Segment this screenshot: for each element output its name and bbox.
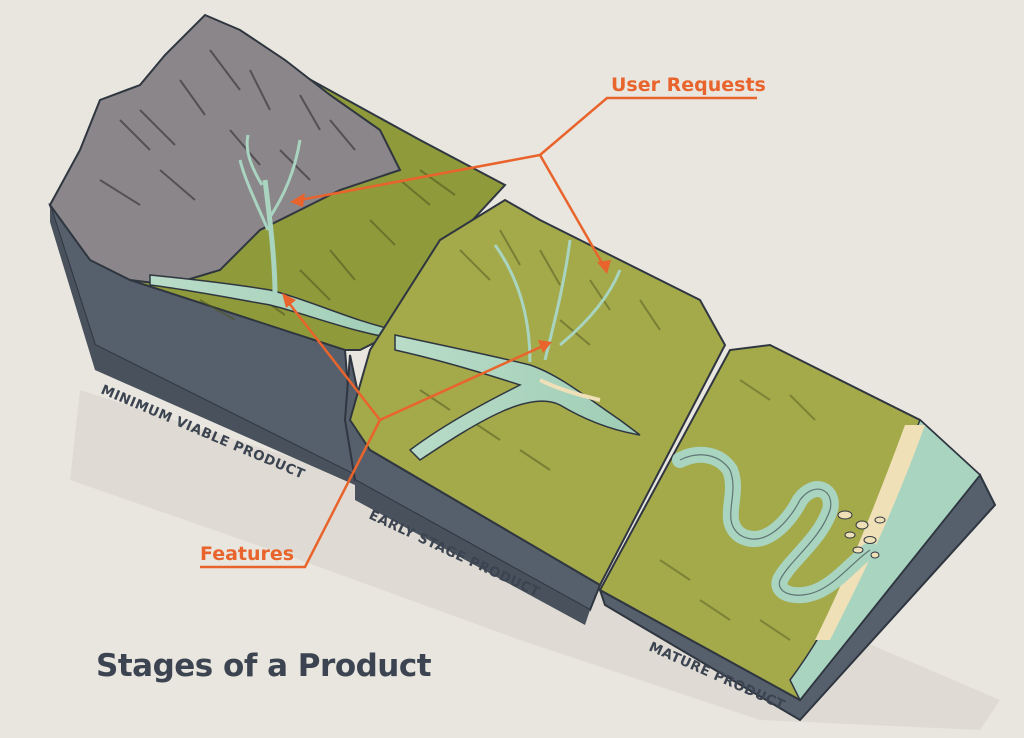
arrowhead-features-2	[538, 340, 552, 353]
arrowhead-features-1	[282, 293, 296, 308]
callout-features: Features	[200, 543, 294, 565]
block-early-stage-product	[343, 198, 727, 625]
arrowhead-user-requests-2	[597, 260, 611, 274]
block-mature-product	[598, 343, 997, 722]
block2-side-front	[355, 480, 590, 625]
features-callout-lines	[200, 297, 546, 569]
block3-delta-islands	[837, 510, 886, 559]
block2-river	[394, 334, 641, 461]
block-minimum-viable-product	[48, 13, 507, 485]
callout-user-requests: User Requests	[611, 74, 766, 96]
block3-sand	[815, 425, 925, 640]
arrowhead-user-requests-1	[290, 193, 305, 207]
page-title: Stages of a Product	[96, 648, 432, 684]
user-requests-callout-lines	[299, 96, 757, 269]
